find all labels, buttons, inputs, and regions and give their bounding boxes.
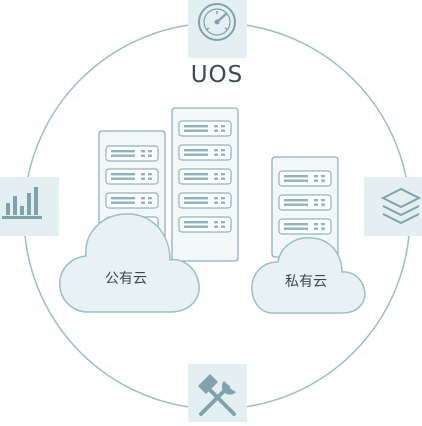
bar-chart-icon [0, 177, 59, 236]
public-cloud-label: 公有云 [105, 271, 147, 287]
server-rack-center [171, 107, 239, 262]
uos-label: UOS [190, 62, 244, 88]
gauge-icon [188, 0, 247, 58]
private-cloud-shape [251, 237, 366, 314]
private-cloud-label: 私有云 [285, 274, 327, 290]
layers-icon [364, 177, 422, 236]
tools-icon [188, 364, 247, 422]
public-cloud-shape [59, 213, 200, 313]
